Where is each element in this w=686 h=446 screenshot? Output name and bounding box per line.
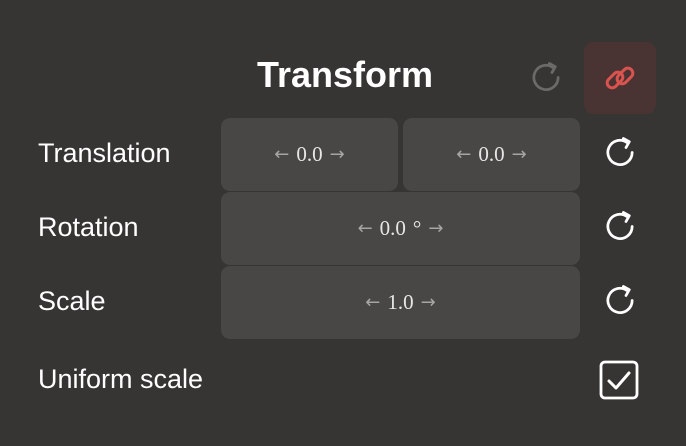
reset-icon — [532, 62, 560, 91]
link-toggle-button[interactable] — [584, 42, 656, 114]
translation-x-value: 0.0 — [296, 142, 323, 166]
translation-y-field[interactable]: ← 0.0 → — [403, 118, 580, 191]
reset-icon — [606, 137, 634, 166]
panel-title: Transform — [256, 54, 434, 95]
rotation-value: 0.0 — [379, 216, 406, 240]
rotation-label: Rotation — [38, 211, 139, 242]
uniform-scale-checkbox[interactable] — [599, 360, 639, 400]
arrow-right-icon[interactable]: → — [420, 292, 436, 313]
scale-field[interactable]: ← 1.0 → — [221, 266, 580, 339]
arrow-right-icon[interactable]: → — [329, 144, 345, 165]
scale-reset-button[interactable] — [598, 279, 642, 323]
arrow-left-icon[interactable]: ← — [365, 292, 381, 313]
checkbox-checked-icon — [599, 360, 639, 400]
arrow-left-icon[interactable]: ← — [357, 218, 373, 239]
scale-value: 1.0 — [387, 290, 414, 314]
translation-reset-button[interactable] — [598, 131, 642, 175]
translation-label: Translation — [38, 137, 171, 168]
arrow-right-icon[interactable]: → — [511, 144, 527, 165]
rotation-reset-button[interactable] — [598, 205, 642, 249]
translation-y-value: 0.0 — [478, 142, 505, 166]
uniform-scale-label: Uniform scale — [38, 363, 204, 394]
translation-x-field[interactable]: ← 0.0 → — [221, 118, 398, 191]
reset-icon — [606, 211, 634, 240]
link-icon — [605, 66, 635, 90]
arrow-left-icon[interactable]: ← — [456, 144, 472, 165]
rotation-unit: ° — [412, 216, 422, 240]
reset-all-button[interactable] — [524, 56, 568, 100]
rotation-field[interactable]: ← 0.0 ° → — [221, 192, 580, 265]
arrow-left-icon[interactable]: ← — [274, 144, 290, 165]
scale-label: Scale — [38, 285, 106, 316]
arrow-right-icon[interactable]: → — [428, 218, 444, 239]
reset-icon — [606, 285, 634, 314]
